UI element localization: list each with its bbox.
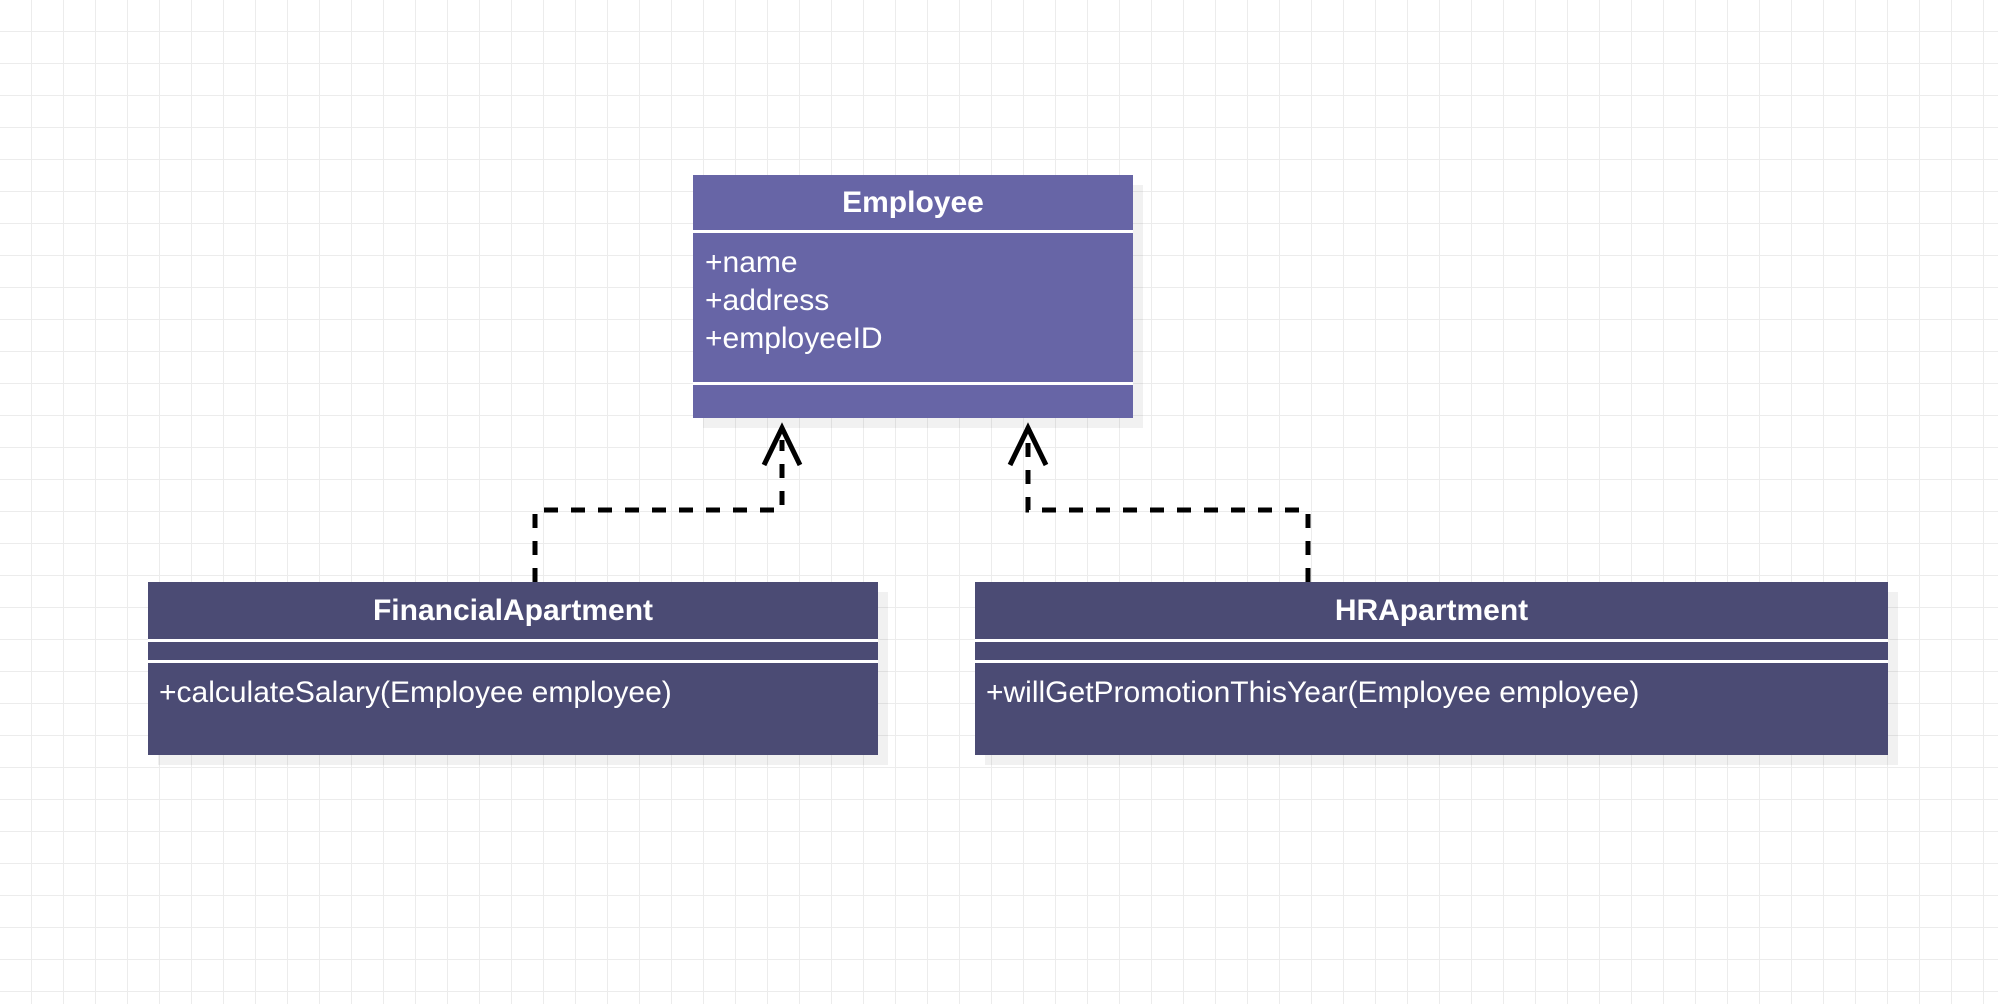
attributes-financialapartment-empty bbox=[148, 642, 878, 663]
methods-hrapartment: +willGetPromotionThisYear(Employee emplo… bbox=[986, 676, 1640, 709]
methods-financialapartment: +calculateSalary(Employee employee) bbox=[159, 676, 672, 709]
attribute-address: +address bbox=[705, 283, 830, 317]
class-name-hrapartment: HRApartment bbox=[975, 582, 1888, 642]
attributes-employee: +name +address +employeeID bbox=[693, 233, 1133, 385]
attribute-employeeid: +employeeID bbox=[705, 321, 883, 355]
attribute-name: +name bbox=[705, 246, 798, 279]
uml-class-financialapartment[interactable]: FinancialApartment +calculateSalary(Empl… bbox=[148, 582, 878, 755]
class-name-financialapartment: FinancialApartment bbox=[148, 582, 878, 642]
uml-class-employee[interactable]: Employee +name +address +employeeID bbox=[693, 175, 1133, 418]
attributes-hrapartment-empty bbox=[975, 642, 1888, 663]
connector-hr-to-employee[interactable] bbox=[1007, 422, 1311, 582]
connector-financial-to-employee[interactable] bbox=[532, 422, 803, 582]
uml-class-hrapartment[interactable]: HRApartment +willGetPromotionThisYear(Em… bbox=[975, 582, 1888, 755]
class-name-employee: Employee bbox=[693, 175, 1133, 233]
methods-employee-empty bbox=[693, 385, 1133, 415]
